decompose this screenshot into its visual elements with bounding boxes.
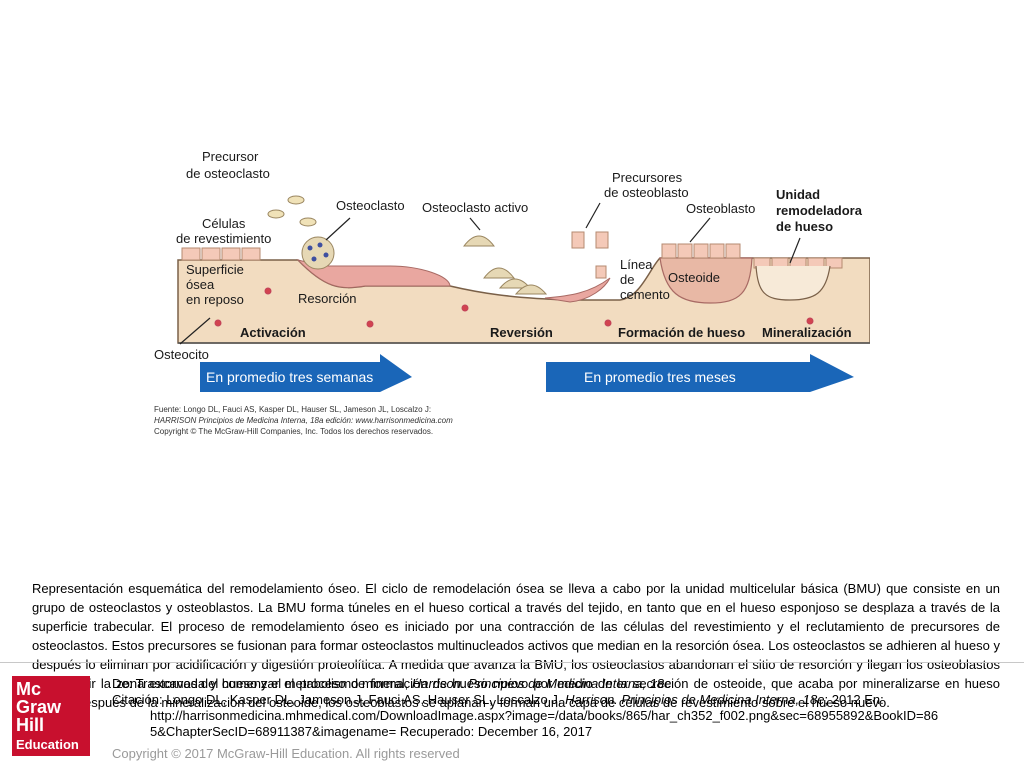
footer-divider: [0, 662, 1024, 663]
source-url-continued[interactable]: 5&ChapterSecID=68911387&imagename= Recup…: [150, 724, 593, 739]
label-unidad-3: de hueso: [776, 219, 833, 234]
source-de-prefix: De: Trastornos del hueso y el metabolism…: [112, 676, 412, 691]
label-linea-2: de: [620, 272, 634, 287]
label-precursores-osteoblasto-1: Precursores: [612, 170, 683, 185]
lining-cells-left: [181, 247, 261, 261]
citation-suffix: ; 2012 En:: [824, 692, 884, 707]
label-osteocito: Osteocito: [154, 347, 209, 362]
osteoblasts: [661, 243, 741, 259]
label-superficie-3: en reposo: [186, 292, 244, 307]
label-precursores-osteoblasto-2: de osteoblasto: [604, 185, 689, 200]
arrow-months: En promedio tres meses: [546, 354, 854, 392]
phase-formacion: Formación de hueso: [618, 325, 745, 340]
mineralized-cavity: [755, 265, 831, 301]
label-osteoide: Osteoide: [668, 270, 720, 285]
label-precursor-osteoclasto-2: de osteoclasto: [186, 166, 270, 181]
figure-caption: Representación esquemática del remodelam…: [32, 581, 1000, 710]
label-unidad-2: remodeladora: [776, 203, 863, 218]
phase-mineralizacion: Mineralización: [762, 325, 852, 340]
mcgraw-hill-logo: Mc Graw Hill Education: [12, 676, 90, 756]
logo-line-4: Education: [16, 737, 79, 752]
source-de-line: De: Trastornos del hueso y el metabolism…: [112, 676, 1012, 692]
label-precursor-osteoclasto-1: Precursor: [202, 149, 259, 164]
osteoblast-precursors: [571, 231, 609, 279]
figure-credit-line-1: Fuente: Longo DL, Fauci AS, Kasper DL, H…: [154, 405, 431, 414]
label-superficie-2: ósea: [186, 277, 215, 292]
label-celulas-revestimiento-1: Células: [202, 216, 246, 231]
logo-line-3: Hill: [16, 715, 45, 735]
figure-credit-line-2: HARRISON Principios de Medicina Interna,…: [154, 416, 453, 425]
active-osteoclasts: [462, 235, 548, 295]
source-citation-line: Citación: Longo DL, Kasper DL, Jameson J…: [112, 692, 1012, 708]
label-unidad-1: Unidad: [776, 187, 820, 202]
source-citation: De: Trastornos del hueso y el metabolism…: [112, 676, 1012, 740]
copyright-notice: Copyright © 2017 McGraw-Hill Education. …: [112, 746, 460, 761]
figure-credit-line-3: Copyright © The McGraw-Hill Companies, I…: [154, 427, 433, 436]
source-de-title: Harrison. Principios de Medicina Interna…: [411, 676, 672, 691]
label-osteoblasto: Osteoblasto: [686, 201, 755, 216]
source-url[interactable]: http://harrisonmedicina.mhmedical.com/Do…: [150, 708, 939, 723]
label-osteoclasto: Osteoclasto: [336, 198, 405, 213]
reversal-zone: [544, 277, 611, 303]
osteocytes: [214, 287, 814, 328]
label-linea-3: cemento: [620, 287, 670, 302]
citation-title: Harrison. Principios de Medicina Interna…: [565, 692, 825, 707]
label-superficie-1: Superficie: [186, 262, 244, 277]
label-osteoclasto-activo: Osteoclasto activo: [422, 200, 528, 215]
logo-line-1: Mc: [16, 679, 42, 699]
osteoid: [659, 257, 753, 304]
label-resorcion: Resorción: [298, 291, 357, 306]
phase-activacion: Activación: [240, 325, 306, 340]
arrow-weeks-label: En promedio tres semanas: [206, 369, 373, 385]
label-linea-1: Línea: [620, 257, 653, 272]
arrow-weeks: En promedio tres semanas: [200, 354, 412, 392]
bone-remodeling-diagram: Precursor de osteoclasto Células de reve…: [150, 148, 870, 438]
phase-reversion: Reversión: [490, 325, 553, 340]
label-celulas-revestimiento-2: de revestimiento: [176, 231, 271, 246]
logo-line-2: Graw: [16, 697, 62, 717]
citation-prefix: Citación: Longo DL, Kasper DL, Jameson J…: [112, 692, 566, 707]
osteoclast-precursors: [267, 195, 317, 227]
arrow-months-label: En promedio tres meses: [584, 369, 736, 385]
osteoclast-cell: [301, 236, 335, 270]
